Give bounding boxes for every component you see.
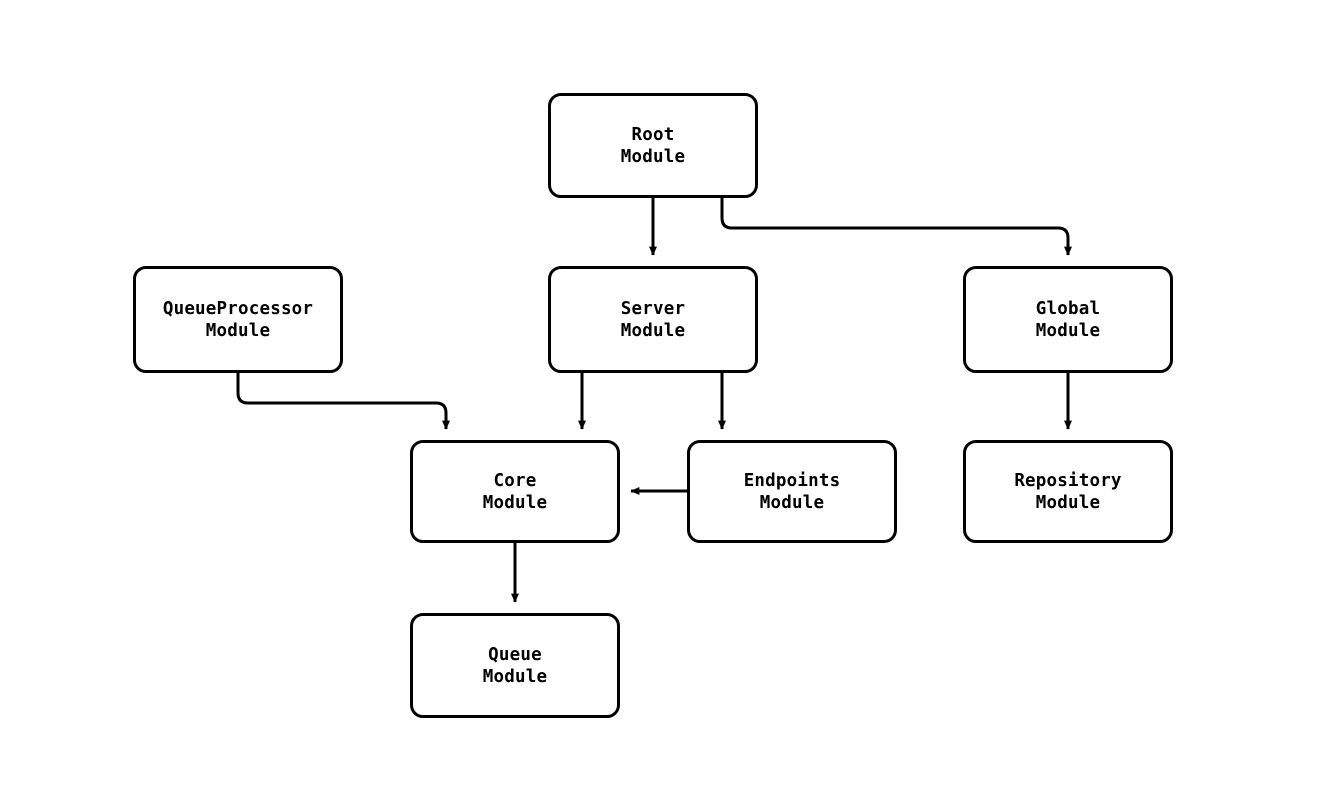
node-server-label-line1: Server bbox=[620, 298, 686, 319]
node-global-label-line1: Global bbox=[1035, 298, 1101, 319]
node-endpoints-label-line1: Endpoints bbox=[743, 470, 841, 491]
node-repository-label-line2: Module bbox=[1035, 492, 1101, 513]
edge-root-to-global bbox=[720, 198, 1072, 256]
edge-queueprocessor-to-core bbox=[236, 373, 450, 430]
node-server-label-line2: Module bbox=[620, 320, 686, 341]
node-core-label-line2: Module bbox=[482, 492, 548, 513]
node-queueprocessor-label-line1: QueueProcessor bbox=[162, 298, 314, 319]
node-repository-label-line1: Repository bbox=[1014, 470, 1122, 491]
node-core-label-line1: Core bbox=[493, 470, 537, 491]
node-root-label-line2: Module bbox=[620, 146, 686, 167]
node-queue-label-line1: Queue bbox=[488, 644, 542, 665]
node-queueprocessor-label-line2: Module bbox=[205, 320, 271, 341]
node-global-label-line2: Module bbox=[1035, 320, 1101, 341]
node-endpoints-label-line2: Module bbox=[759, 492, 825, 513]
node-root-label-line1: Root bbox=[631, 124, 675, 145]
node-queue-label-line2: Module bbox=[482, 666, 548, 687]
